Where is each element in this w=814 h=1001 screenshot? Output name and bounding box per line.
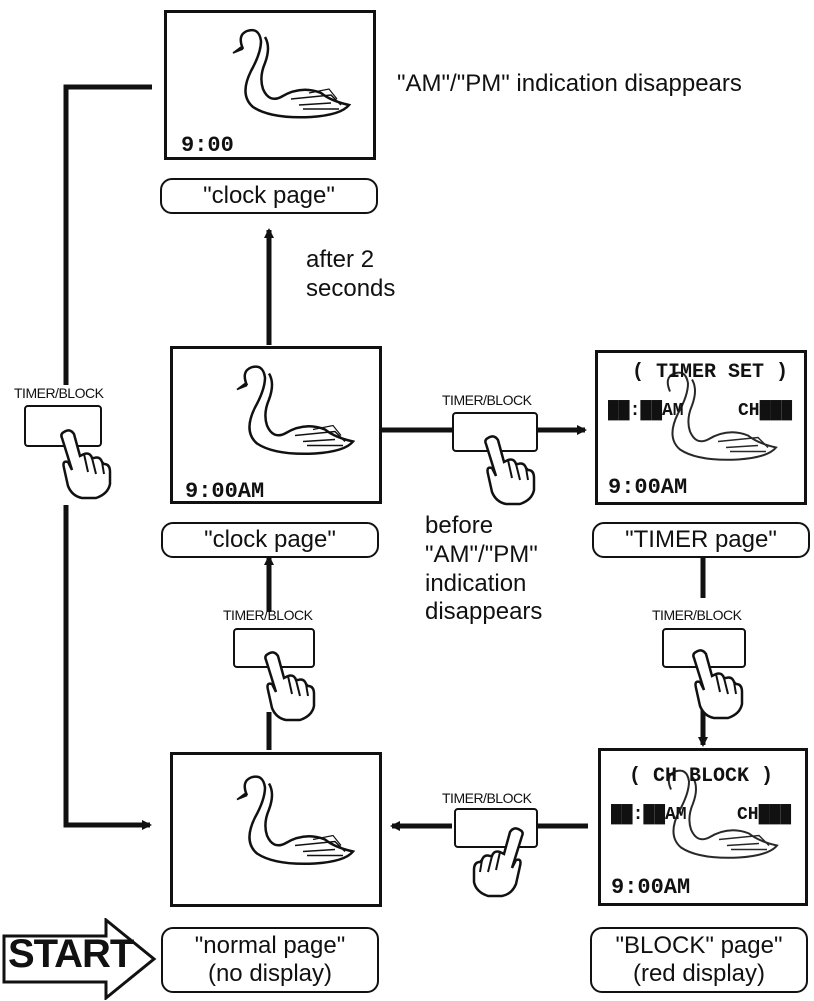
swan-icon [185, 353, 385, 478]
timer-set-time: ██:██AM [608, 401, 684, 421]
block-channel: CH███ [737, 805, 791, 825]
timer-block-button-caption: TIMER/BLOCK [442, 392, 531, 408]
timer-page-screen: ( TIMER SET ) ██:██AM CH███ 9:00AM [595, 350, 807, 505]
normal-page-screen [170, 752, 382, 907]
ampm-disappears-note: "AM"/"PM" indication disappears [397, 70, 742, 99]
pointing-hand-icon [470, 826, 530, 898]
timer-block-button-caption: TIMER/BLOCK [652, 607, 741, 623]
block-page-subtitle: (red display) [633, 960, 765, 988]
clock-time: 9:00AM [185, 479, 264, 504]
timer-block-button-caption: TIMER/BLOCK [223, 607, 312, 623]
swan-icon [181, 19, 381, 139]
start-label: START [8, 932, 133, 977]
block-time: ██:██AM [611, 805, 687, 825]
swan-icon [185, 763, 385, 888]
clock-time: 9:00AM [608, 475, 687, 500]
pointing-hand-icon [478, 434, 538, 506]
clock-time: 9:00AM [611, 875, 690, 900]
clock-page-top-screen: 9:00 [164, 10, 376, 160]
clock-page-mid-screen: 9:00AM [170, 346, 382, 504]
clock-time: 9:00 [181, 133, 234, 158]
normal-page-subtitle: (no display) [208, 960, 332, 988]
before-ampm-disappears-note: before "AM"/"PM" indication disappears [425, 512, 542, 627]
block-title: ( CH BLOCK ) [629, 765, 773, 788]
normal-page-label: "normal page" (no display) [161, 927, 379, 993]
clock-page-top-label: "clock page" [160, 178, 378, 214]
pointing-hand-icon [686, 648, 746, 720]
clock-page-mid-label: "clock page" [161, 522, 379, 558]
pointing-hand-icon [258, 650, 318, 722]
block-page-title: "BLOCK" page" [616, 932, 783, 960]
normal-page-title: "normal page" [195, 932, 345, 960]
timer-set-title: ( TIMER SET ) [632, 361, 788, 384]
timer-block-button-caption: TIMER/BLOCK [442, 790, 531, 806]
block-page-label: "BLOCK" page" (red display) [590, 927, 808, 993]
after-2-seconds-note: after 2 seconds [306, 246, 395, 304]
pointing-hand-icon [54, 428, 114, 500]
timer-set-channel: CH███ [738, 401, 792, 421]
timer-block-button-caption: TIMER/BLOCK [14, 385, 103, 401]
timer-page-label: "TIMER page" [592, 522, 810, 558]
block-page-screen: ( CH BLOCK ) ██:██AM CH███ 9:00AM [598, 748, 808, 906]
